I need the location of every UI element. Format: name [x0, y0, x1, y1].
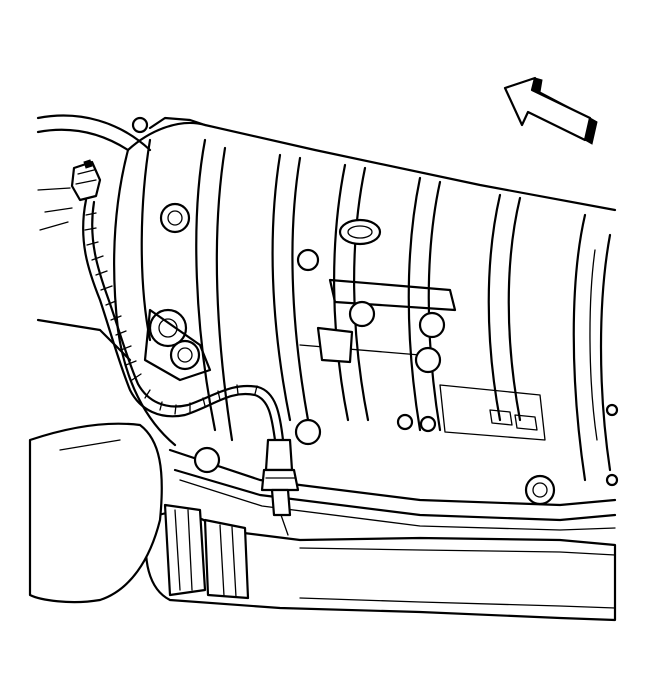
direction-arrow-icon — [503, 76, 598, 145]
transmission-housing — [113, 116, 619, 531]
side-panel — [28, 422, 163, 604]
exhaust-pipe — [145, 503, 617, 622]
wiring-harness — [82, 198, 285, 442]
electrical-connector — [70, 159, 102, 202]
sensor-housing — [143, 308, 212, 382]
oxygen-sensor — [260, 438, 300, 536]
vehicle-frame — [36, 114, 152, 362]
